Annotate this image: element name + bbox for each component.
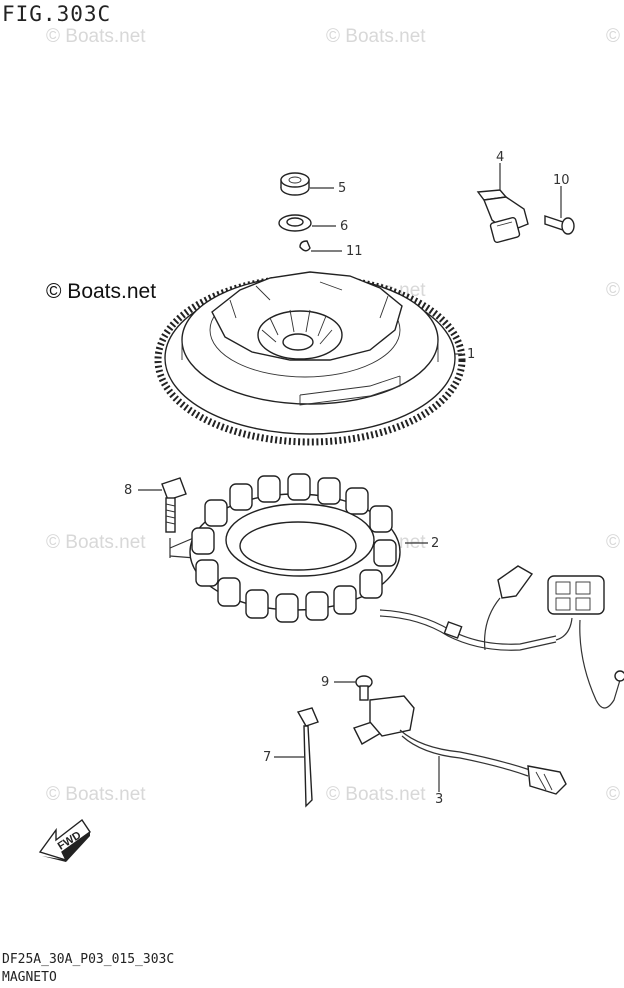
diagram-code: DF25A_30A_P03_015_303C (2, 952, 175, 967)
part-number-9: 9 (321, 675, 330, 690)
watermark: © (606, 26, 620, 47)
watermark: © (606, 280, 620, 301)
watermark: © Boats.net (326, 784, 426, 805)
cable-tie[interactable] (296, 707, 319, 808)
pulser-sensor[interactable] (476, 189, 529, 244)
nut[interactable] (280, 172, 310, 196)
sensor-bolt[interactable] (544, 215, 575, 235)
watermark: © (606, 784, 620, 805)
stator[interactable] (189, 473, 624, 709)
fwd-arrow: FWD (38, 818, 91, 862)
part-number-1: 1 (467, 347, 476, 362)
watermark: © Boats.net (46, 26, 146, 47)
flywheel[interactable] (154, 271, 466, 446)
watermark: © Boats.net (46, 784, 146, 805)
part-number-5: 5 (338, 181, 347, 196)
part-number-7: 7 (263, 750, 272, 765)
watermark-main: © Boats.net (46, 280, 157, 303)
part-number-3: 3 (435, 792, 444, 807)
woodruff-key[interactable] (299, 240, 311, 252)
figure-title: FIG.303C (2, 2, 112, 26)
ignition-module[interactable] (353, 695, 567, 795)
part-number-10: 10 (553, 173, 570, 188)
screw[interactable] (355, 675, 373, 701)
stator-bolt[interactable] (161, 477, 187, 533)
part-number-6: 6 (340, 219, 349, 234)
section-name: MAGNETO (2, 970, 57, 985)
watermark: © Boats.net (326, 26, 426, 47)
part-number-8: 8 (124, 483, 133, 498)
washer[interactable] (278, 214, 312, 232)
watermark: © Boats.net (46, 532, 146, 553)
part-number-11: 11 (346, 244, 363, 259)
part-number-2: 2 (431, 536, 440, 551)
watermark: © (606, 532, 620, 553)
part-number-4: 4 (496, 150, 505, 165)
